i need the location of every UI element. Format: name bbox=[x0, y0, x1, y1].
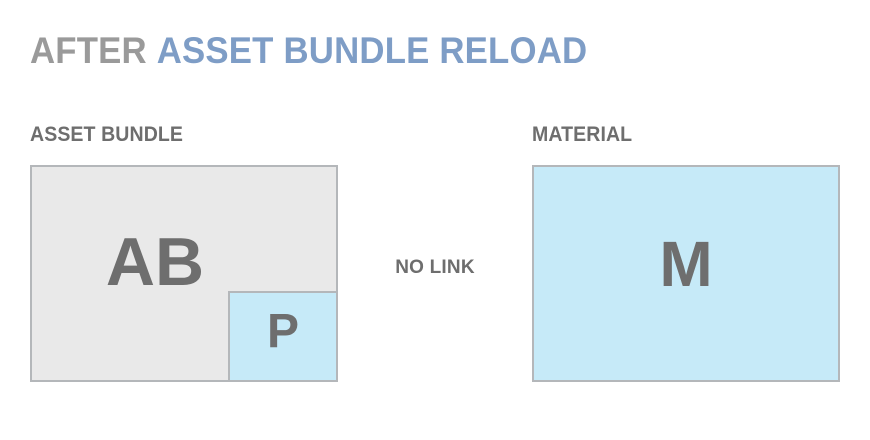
section-heading-material: MATERIAL bbox=[532, 123, 633, 146]
no-link-label: NO LINK bbox=[395, 257, 475, 278]
material-box bbox=[532, 165, 840, 382]
title-emphasis: ASSET BUNDLE RELOAD bbox=[156, 30, 588, 71]
part-box bbox=[228, 291, 338, 382]
material-box-label: M bbox=[659, 228, 713, 300]
title-space bbox=[147, 30, 157, 71]
section-heading-asset-bundle: ASSET BUNDLE bbox=[30, 123, 184, 146]
asset-bundle-box-label: AB bbox=[105, 224, 205, 300]
title-lead: AFTER bbox=[30, 30, 147, 71]
part-box-label: P bbox=[266, 305, 299, 358]
diagram-title: AFTER ASSET BUNDLE RELOAD bbox=[30, 32, 587, 69]
